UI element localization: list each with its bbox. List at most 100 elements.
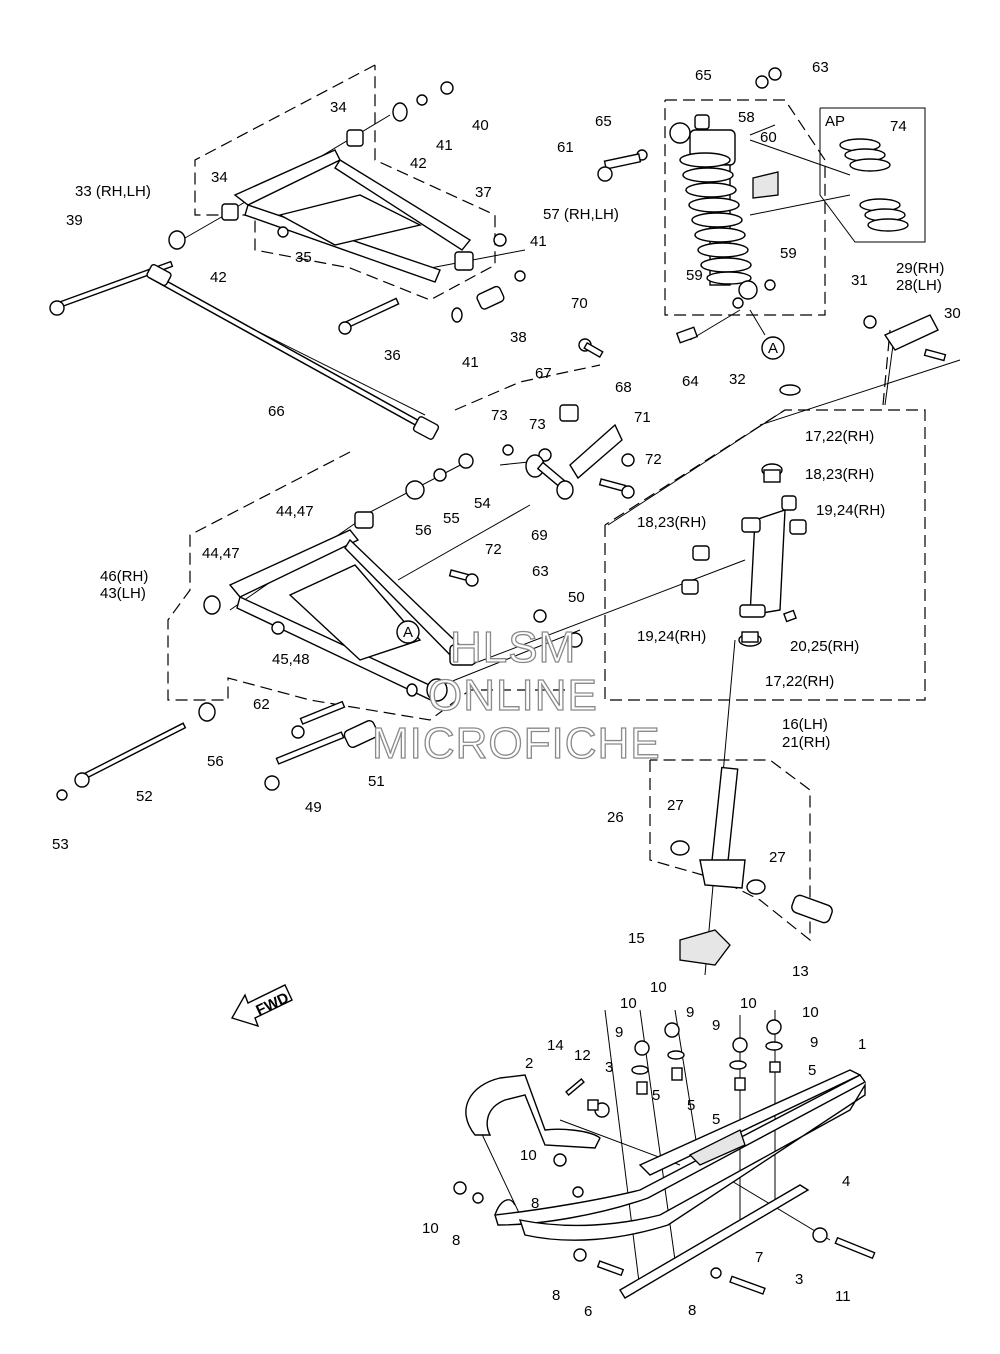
callout-label: 65 — [695, 67, 712, 84]
pitman-arm — [863, 314, 947, 362]
ski — [453, 1019, 876, 1299]
callout-label: 59 — [686, 267, 703, 284]
callout-label: 17,22(RH) — [765, 673, 834, 690]
callout-label: 45,48 — [272, 651, 310, 668]
callout-label: 40 — [472, 117, 489, 134]
lower-a-arm — [56, 453, 583, 801]
callout-label: 10 — [802, 1004, 819, 1021]
callout-label: 39 — [66, 212, 83, 229]
callout-label: 63 — [812, 59, 829, 76]
fwd-arrow: FWD — [230, 984, 293, 1028]
callout-label: 74 — [890, 118, 907, 135]
callout-label: 10 — [650, 979, 667, 996]
callout-label: 65 — [595, 113, 612, 130]
callout-label: 31 — [851, 272, 868, 289]
callout-label: 41 — [436, 137, 453, 154]
callout-label: 29(RH) — [896, 260, 944, 277]
callout-label: 63 — [532, 563, 549, 580]
callout-label: 49 — [305, 799, 322, 816]
callout-label: 56 — [207, 753, 224, 770]
callout-label: 3 — [605, 1059, 613, 1076]
callout-label: 30 — [944, 305, 961, 322]
callout-label: 34 — [211, 169, 228, 186]
callout-label: 8 — [688, 1302, 696, 1319]
callout-label: 42 — [410, 155, 427, 172]
callout-label: 19,24(RH) — [816, 502, 885, 519]
callout-label: 33 (RH,LH) — [75, 183, 151, 200]
callout-label: 62 — [253, 696, 270, 713]
callout-label: 36 — [384, 347, 401, 364]
callout-label: 4 — [842, 1173, 850, 1190]
callout-label: 41 — [530, 233, 547, 250]
watermark-line-3: MICROFICHE — [372, 719, 661, 768]
callout-label: 73 — [491, 407, 508, 424]
callout-label: 41 — [462, 354, 479, 371]
callout-label: 15 — [628, 930, 645, 947]
callout-label: 42 — [210, 269, 227, 286]
callout-label: 50 — [568, 589, 585, 606]
callout-label: 18,23(RH) — [637, 514, 706, 531]
callout-label: 5 — [687, 1097, 695, 1114]
ref-circle-a-bottom — [396, 620, 420, 644]
callout-label: 9 — [686, 1004, 694, 1021]
callout-label: 13 — [792, 963, 809, 980]
callout-label: 60 — [760, 129, 777, 146]
callout-label: 17,22(RH) — [805, 428, 874, 445]
callout-label: 12 — [574, 1047, 591, 1064]
callout-label: 10 — [422, 1220, 439, 1237]
optional-spring — [819, 107, 926, 243]
callout-label: 20,25(RH) — [790, 638, 859, 655]
callout-label: 55 — [443, 510, 460, 527]
callout-label: 61 — [557, 139, 574, 156]
callout-label: 8 — [531, 1195, 539, 1212]
callout-label: 18,23(RH) — [805, 466, 874, 483]
callout-label: 35 — [295, 249, 312, 266]
watermark-line-2: ONLINE — [428, 671, 598, 720]
callout-label: 27 — [667, 797, 684, 814]
callout-label: 10 — [740, 995, 757, 1012]
stabilizer-bar — [146, 264, 440, 440]
watermark-line-1: HLSM — [450, 623, 576, 672]
callout-label: 19,24(RH) — [637, 628, 706, 645]
callout-label: 59 — [780, 245, 797, 262]
callout-label: 5 — [808, 1062, 816, 1079]
callout-label: 28(LH) — [896, 277, 942, 294]
callout-label: 46(RH) — [100, 568, 148, 585]
callout-label: 52 — [136, 788, 153, 805]
callout-label: 10 — [520, 1147, 537, 1164]
callout-label: 16(LH) — [782, 716, 828, 733]
ref-circle-a-top — [761, 336, 785, 360]
callout-label: 73 — [529, 416, 546, 433]
callout-label: A — [403, 624, 413, 641]
callout-label: 69 — [531, 527, 548, 544]
callout-label: AP — [825, 113, 845, 130]
callout-label: 9 — [712, 1017, 720, 1034]
callout-label: 44,47 — [276, 503, 314, 520]
callout-label: 5 — [712, 1111, 720, 1128]
callout-label: 72 — [485, 541, 502, 558]
callout-label: 2 — [525, 1055, 533, 1072]
callout-label: 67 — [535, 365, 552, 382]
callout-labels: 63 65 58 65 61 60 AP 74 57 (RH,LH) 59 59… — [52, 59, 961, 1320]
callout-label: 9 — [615, 1024, 623, 1041]
callout-label: 21(RH) — [782, 734, 830, 751]
watermark: HLSM ONLINE MICROFICHE — [371, 622, 661, 768]
callout-label: 44,47 — [202, 545, 240, 562]
callout-label: 43(LH) — [100, 585, 146, 602]
callout-label: 10 — [620, 995, 637, 1012]
callout-label: 56 — [415, 522, 432, 539]
callout-label: 27 — [769, 849, 786, 866]
callout-label: 26 — [607, 809, 624, 826]
callout-label: 68 — [615, 379, 632, 396]
callout-label: 11 — [835, 1288, 851, 1305]
callout-label: 8 — [452, 1232, 460, 1249]
callout-label: 58 — [738, 109, 755, 126]
callout-label: 64 — [682, 373, 699, 390]
callout-label: A — [768, 340, 778, 357]
callout-label: 53 — [52, 836, 69, 853]
callout-label: 57 (RH,LH) — [543, 206, 619, 223]
spindle-assembly — [681, 384, 807, 647]
callout-label: 37 — [475, 184, 492, 201]
